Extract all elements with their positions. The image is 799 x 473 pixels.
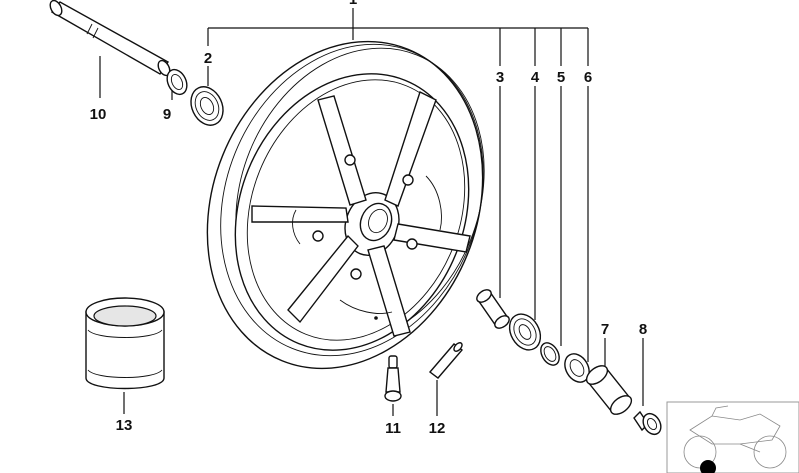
callout-labels: 1 2 3 4 5 6 7 8 9 10 11 12 13 <box>90 0 648 437</box>
spacer-sleeve <box>476 289 510 329</box>
spacer-ring <box>166 68 188 96</box>
tire-valve <box>384 355 402 402</box>
callout-13: 13 <box>116 417 133 434</box>
axle-bolt <box>633 410 662 436</box>
callout-11: 11 <box>385 420 401 437</box>
motorcycle-thumbnail <box>666 401 799 473</box>
callout-10: 10 <box>90 106 107 123</box>
wheel-hub <box>344 192 400 256</box>
axle <box>49 0 171 77</box>
callout-12: 12 <box>429 420 446 437</box>
callout-9: 9 <box>163 106 171 123</box>
wheel-bearing-right <box>508 313 542 351</box>
grease-can <box>85 297 165 390</box>
callout-5: 5 <box>557 69 565 86</box>
shaft-seal <box>564 353 590 383</box>
callout-1: 1 <box>349 0 357 8</box>
valve-hole <box>374 316 378 320</box>
front-wheel-marker <box>700 460 716 473</box>
valve-extension <box>428 342 464 379</box>
callout-7: 7 <box>601 321 609 338</box>
callout-2: 2 <box>204 50 212 67</box>
outer-spacer <box>585 365 633 415</box>
leader-lines <box>99 8 644 416</box>
circlip <box>540 342 560 366</box>
wheel-spokes <box>251 91 471 337</box>
callout-8: 8 <box>639 321 647 338</box>
callout-6: 6 <box>584 69 592 86</box>
callout-4: 4 <box>531 69 540 86</box>
wheel-bearing-left <box>190 86 224 126</box>
cast-wheel-rim <box>206 40 485 370</box>
callout-3: 3 <box>496 69 504 86</box>
